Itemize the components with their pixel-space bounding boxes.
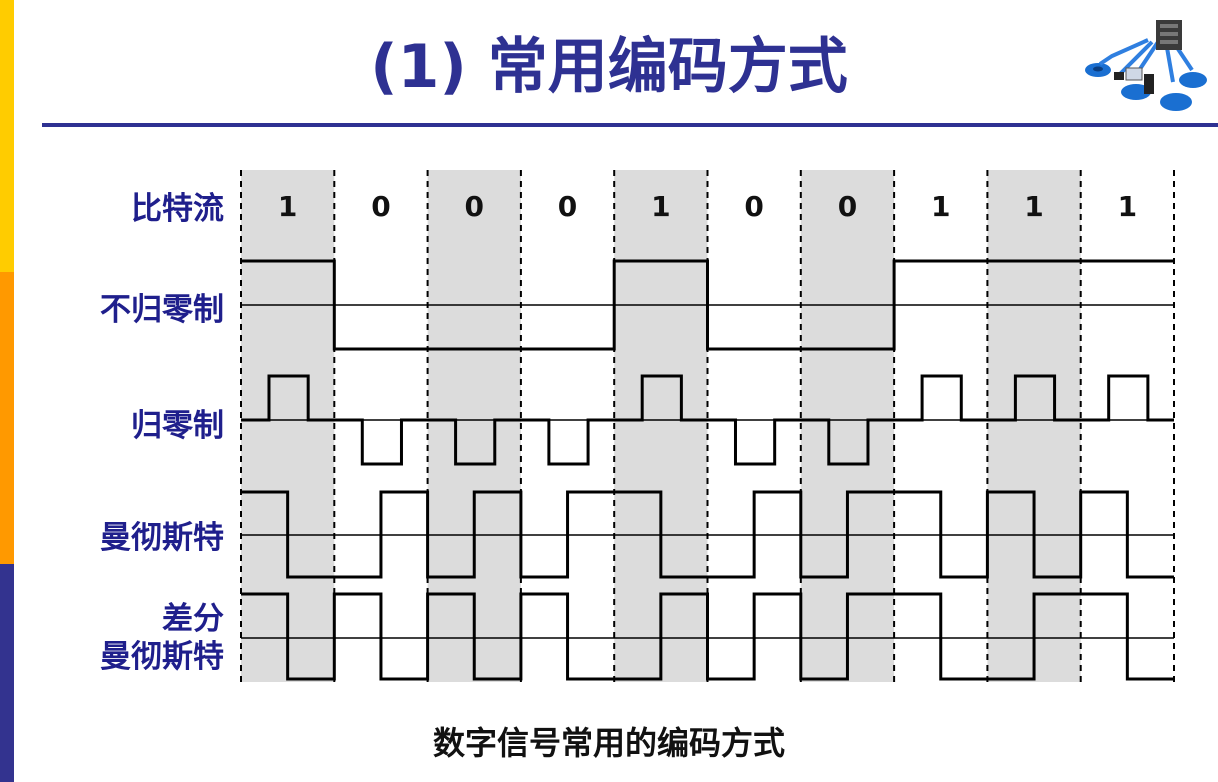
slide-title: (1) 常用编码方式	[370, 32, 848, 102]
manchester-waveform	[241, 490, 1174, 579]
bit-value: 1	[278, 190, 297, 223]
left-accent-bar	[0, 0, 14, 782]
label-diff-manchester-line2: 曼彻斯特	[100, 639, 224, 675]
bit-value: 0	[371, 190, 390, 223]
label-manchester: 曼彻斯特	[100, 520, 224, 556]
differential-manchester-waveform	[241, 592, 1174, 681]
nrz-waveform	[241, 259, 1174, 351]
bit-value: 1	[1024, 190, 1043, 223]
bit-value: 1	[1118, 190, 1137, 223]
left-bar-orange	[0, 272, 14, 564]
label-rz: 归零制	[131, 408, 224, 444]
figure-caption: 数字信号常用的编码方式	[432, 724, 785, 762]
bit-value: 0	[838, 190, 857, 223]
rz-waveform	[241, 374, 1174, 466]
title-underline	[42, 123, 1218, 127]
bit-values: 1 0 0 0 1 0 0 1 1 1	[278, 190, 1137, 223]
waveforms	[241, 259, 1174, 681]
label-diff-manchester: 差分 曼彻斯特	[100, 600, 224, 676]
network-icon	[1085, 20, 1207, 111]
left-bar-yellow	[0, 0, 14, 272]
bit-value: 1	[931, 190, 950, 223]
left-bar-navy	[0, 564, 14, 782]
bit-value: 1	[651, 190, 670, 223]
bit-boundary-lines	[240, 170, 1175, 682]
label-bitstream: 比特流	[131, 191, 224, 227]
bit-value: 0	[558, 190, 577, 223]
bit-value: 0	[744, 190, 763, 223]
label-nrz: 不归零制	[100, 292, 224, 328]
shaded-bit-columns	[241, 170, 1081, 682]
bit-value: 0	[465, 190, 484, 223]
label-diff-manchester-line1: 差分	[162, 601, 224, 637]
